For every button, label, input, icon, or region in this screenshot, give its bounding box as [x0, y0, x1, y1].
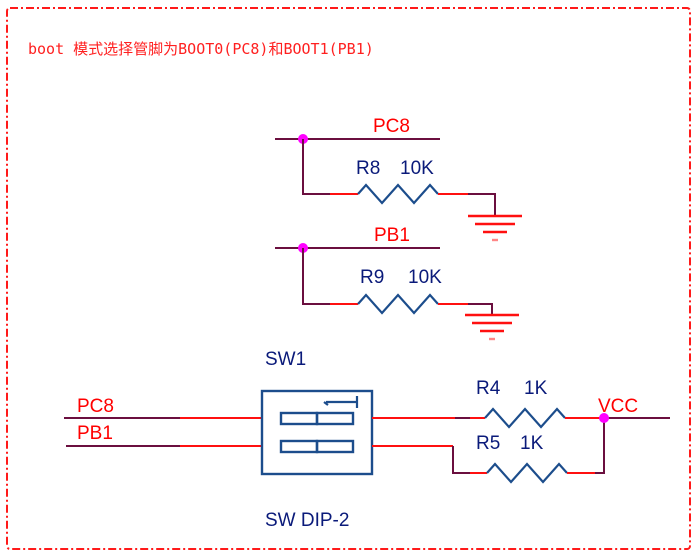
ground-icon	[465, 313, 519, 341]
sheet-frame	[6, 7, 691, 550]
resistor-r5-value: 1K	[520, 433, 544, 454]
wire	[452, 446, 470, 474]
net-label-pb1: PB1	[374, 225, 410, 246]
caption-text: boot 模式选择管脚为BOOT0(PC8)和BOOT1(PB1)	[28, 40, 374, 58]
resistor-r8-ref: R8	[356, 158, 380, 179]
wire	[595, 418, 605, 474]
switch-ref: SW1	[265, 349, 306, 370]
dip-switch-icon	[260, 389, 374, 476]
pulldown-r9: PB1 R9 10K	[275, 225, 519, 341]
net-label-pc8-input: PC8	[77, 396, 114, 417]
wire	[468, 193, 496, 216]
resistor-r9-value: 10K	[408, 267, 442, 288]
resistor-r5-symbol	[486, 462, 568, 484]
resistor-r4-ref: R4	[476, 378, 501, 399]
net-label-pb1-input: PB1	[77, 423, 113, 444]
junction-dot	[599, 413, 609, 423]
resistor-r4-value: 1K	[524, 378, 548, 399]
resistor-r9-ref: R9	[360, 267, 384, 288]
wire	[468, 303, 493, 315]
net-label-vcc: VCC	[598, 396, 638, 417]
resistor-r9-symbol	[357, 293, 439, 315]
net-label-pc8: PC8	[373, 116, 410, 137]
pulldown-r8: PC8 R8 10K	[275, 116, 522, 242]
switch-type: SW DIP-2	[265, 510, 349, 531]
wire	[302, 139, 330, 195]
dip-switch-section: PC8 PB1 SW1 SW DIP-2 R4 1K	[64, 349, 670, 531]
wire	[302, 248, 330, 305]
resistor-r4-symbol	[484, 407, 566, 429]
resistor-r8-value: 10K	[400, 158, 434, 179]
resistor-r8-symbol	[357, 183, 439, 205]
resistor-r5-ref: R5	[476, 433, 500, 454]
ground-icon	[468, 214, 522, 242]
